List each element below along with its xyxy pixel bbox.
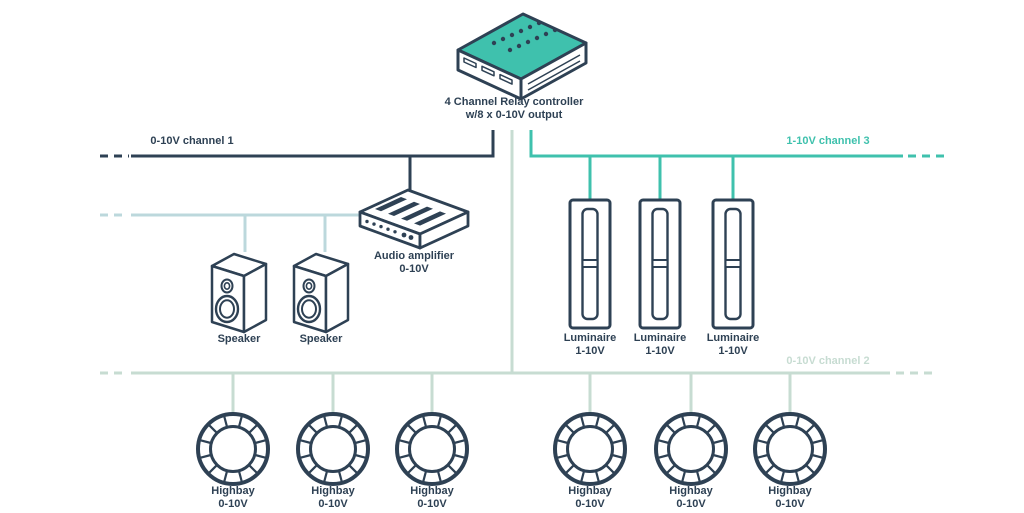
amplifier-label-line1: Audio amplifier xyxy=(373,250,455,262)
speaker-label-1: Speaker xyxy=(217,333,261,345)
amplifier-label: Audio amplifier 0-10V xyxy=(374,250,454,275)
channel3-label: 1-10V channel 3 xyxy=(786,135,870,147)
speaker-graphic-1 xyxy=(210,252,268,334)
highbay-label-4: Highbay 0-10V xyxy=(568,485,612,510)
controller-label-line1: 4 Channel Relay controller xyxy=(444,96,584,108)
channel2-wire xyxy=(100,130,932,416)
controller-front-vents xyxy=(463,57,513,85)
luminaire-label-2: Luminaire 1-10V xyxy=(633,332,687,357)
highbay-label-5: Highbay 0-10V xyxy=(669,485,713,510)
channel1-wire xyxy=(100,130,495,191)
relay-controller-graphic xyxy=(456,12,588,101)
channel3-wire xyxy=(529,130,945,201)
amplifier-label-line2: 0-10V xyxy=(399,262,429,275)
speaker-wire xyxy=(100,213,366,252)
channel1-label: 0-10V channel 1 xyxy=(150,135,234,147)
highbay-graphic-5 xyxy=(654,412,728,486)
highbay-graphic-6 xyxy=(753,412,827,486)
controller-side-vents xyxy=(527,54,581,91)
highbay-label-6: Highbay 0-10V xyxy=(768,485,812,510)
luminaire-graphic-1 xyxy=(568,198,612,330)
speaker-graphic-2 xyxy=(292,252,350,334)
controller-terminal-dots xyxy=(491,20,558,53)
highbay-graphic-3 xyxy=(395,412,469,486)
luminaire-label-1: Luminaire 1-10V xyxy=(563,332,617,357)
speaker-label-2: Speaker xyxy=(299,333,343,345)
amplifier-vent-slots xyxy=(375,197,446,226)
amplifier-side-face xyxy=(418,210,470,250)
highbay-graphic-2 xyxy=(296,412,370,486)
luminaire-label-3: Luminaire 1-10V xyxy=(706,332,760,357)
channel2-label: 0-10V channel 2 xyxy=(786,355,870,367)
audio-amplifier-graphic xyxy=(358,188,470,250)
controller-label-line2: w/8 x 0-10V output xyxy=(465,108,563,121)
luminaire-graphic-2 xyxy=(638,198,682,330)
luminaire-graphic-3 xyxy=(711,198,755,330)
highbay-label-1: Highbay 0-10V xyxy=(211,485,255,510)
controller-label: 4 Channel Relay controller w/8 x 0-10V o… xyxy=(445,96,584,121)
amplifier-knobs xyxy=(365,219,414,240)
highbay-graphic-1 xyxy=(196,412,270,486)
highbay-label-2: Highbay 0-10V xyxy=(311,485,355,510)
highbay-graphic-4 xyxy=(553,412,627,486)
highbay-label-3: Highbay 0-10V xyxy=(410,485,454,510)
